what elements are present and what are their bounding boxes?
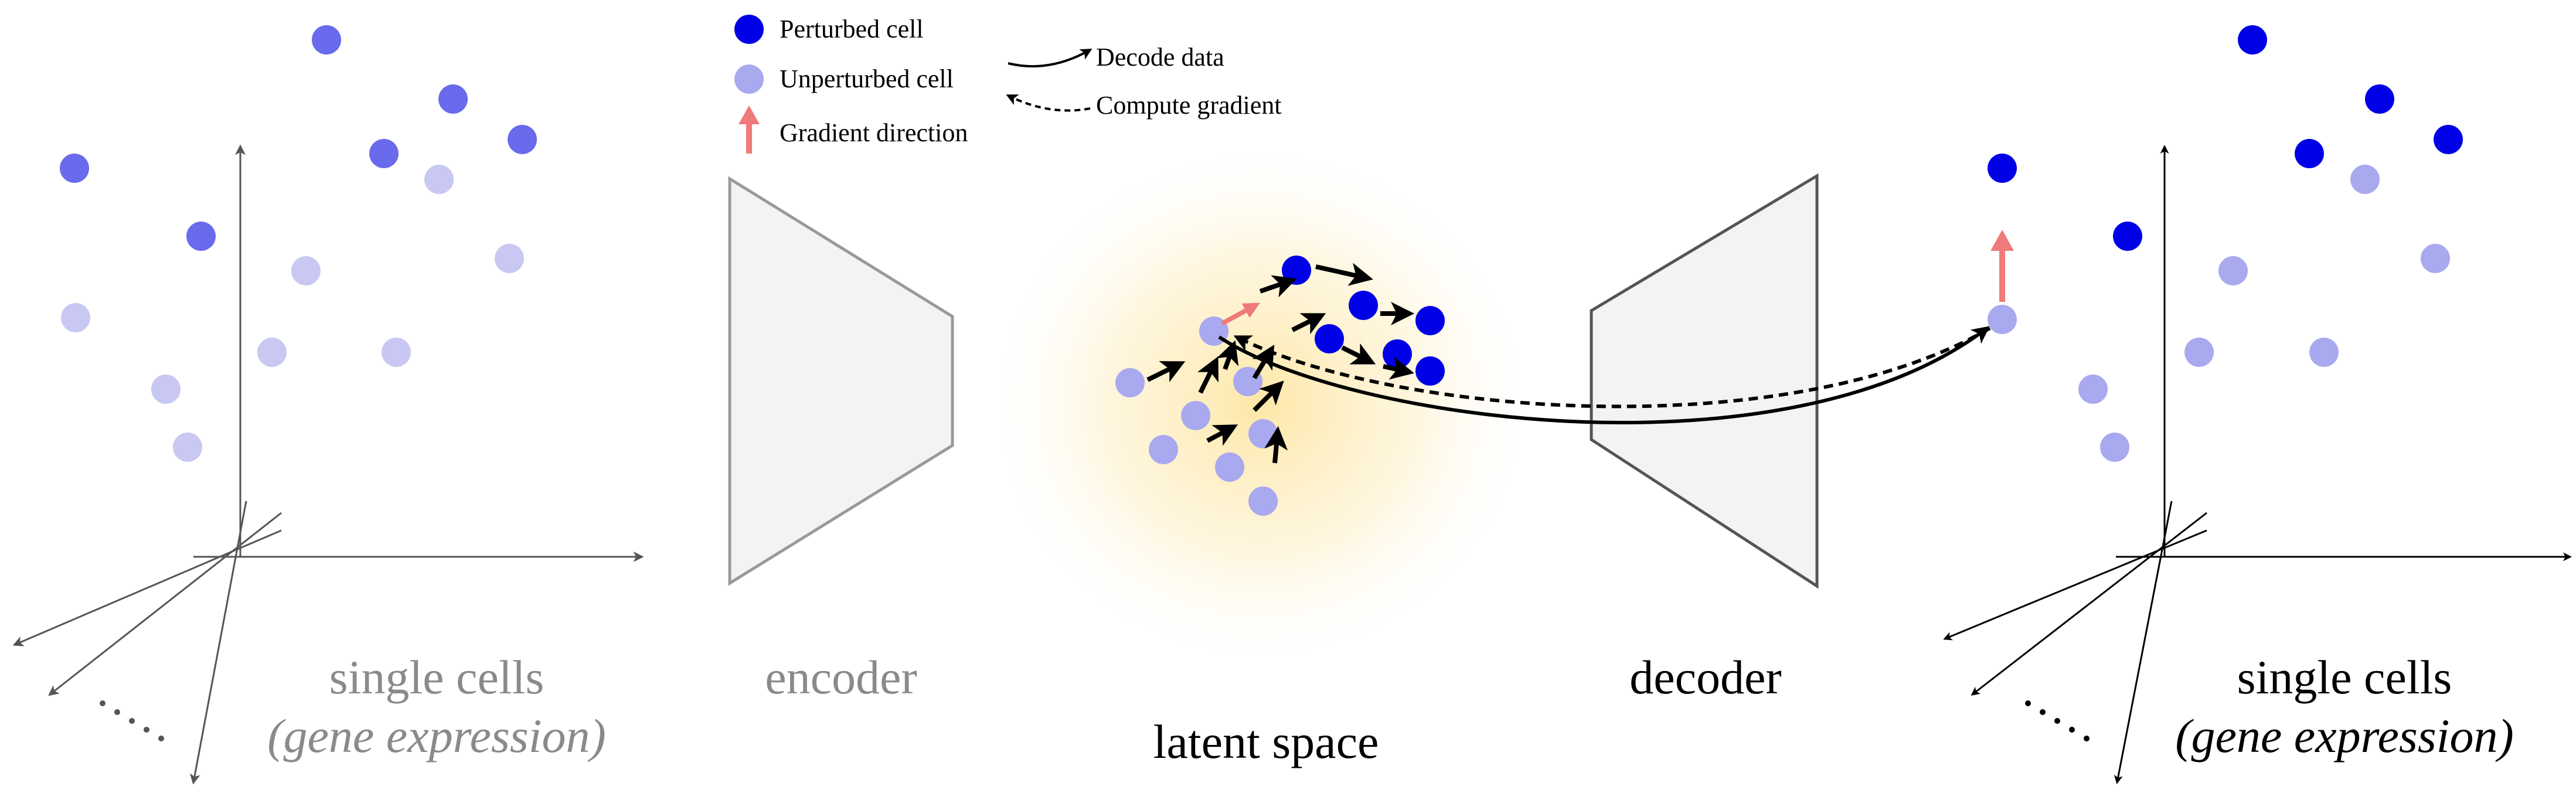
right-subtitle: (gene expression) (2175, 709, 2514, 763)
cell-dot (60, 154, 89, 183)
cell-dot (2184, 338, 2214, 367)
cell-dot (1415, 356, 1445, 386)
cell-dot (382, 338, 411, 367)
cell-dot (1349, 291, 1378, 320)
cell-dot (2434, 125, 2463, 154)
cell-dot (495, 244, 524, 273)
cell-dot (257, 338, 287, 367)
cell-dot (1383, 339, 1412, 369)
legend-perturbed-icon (734, 15, 764, 44)
cell-dot (186, 222, 216, 251)
legend-decode-label: Decode data (1096, 43, 1224, 72)
legend-decode-icon (1008, 49, 1093, 68)
right-ellipsis (2025, 700, 2090, 741)
legend-gradient-icon (739, 105, 760, 154)
cell-dot (1115, 368, 1145, 397)
compute-gradient-curve (1233, 326, 1991, 409)
left-ellipsis (100, 700, 164, 741)
legend-compute-icon (1006, 94, 1091, 112)
encoder-label: encoder (765, 651, 917, 704)
latent-arrows (1146, 263, 1414, 464)
cell-dot (2421, 244, 2450, 273)
left-subtitle: (gene expression) (267, 709, 606, 763)
cell-dot (291, 256, 321, 285)
cell-dot (1181, 401, 1210, 430)
right-axes (1943, 145, 2572, 784)
left-title: single cells (329, 651, 545, 704)
cell-dot (2350, 165, 2380, 194)
decoder-shape (1590, 173, 1819, 589)
right-gradient-arrow (1990, 230, 2014, 302)
legend-perturbed-label: Perturbed cell (780, 15, 924, 43)
left-axes (12, 144, 644, 785)
left-cells (60, 25, 537, 462)
cell-dot (1248, 486, 1278, 516)
cell-dot (2113, 222, 2142, 251)
cell-dot (2365, 84, 2394, 114)
cell-dot (1149, 435, 1178, 464)
legend-unperturbed-icon (734, 64, 764, 94)
cell-dot (2078, 375, 2108, 404)
cell-dot (2100, 433, 2129, 462)
legend-unperturbed-label: Unperturbed cell (780, 64, 954, 93)
cell-dot (173, 433, 202, 462)
cell-dot (438, 84, 468, 114)
latent-space-label: latent space (1153, 715, 1379, 768)
cell-dot (312, 25, 341, 55)
cell-dot (151, 375, 181, 404)
cell-dot (369, 139, 399, 168)
cell-dot (1215, 452, 1244, 482)
cell-dot (424, 165, 454, 194)
cell-dot (1988, 154, 2017, 183)
cell-dot (2295, 139, 2324, 168)
legend-gradient-label: Gradient direction (780, 118, 968, 147)
cell-dot (508, 125, 537, 154)
cell-dot (1415, 306, 1445, 335)
latent-gradient-arrow (1221, 302, 1260, 326)
encoder-shape (728, 176, 954, 586)
cell-dot (1315, 324, 1344, 353)
decoder-label: decoder (1629, 651, 1782, 704)
cell-dot (1988, 305, 2017, 334)
cell-dot (1248, 419, 1278, 448)
right-title: single cells (2237, 651, 2452, 704)
legend-compute-label: Compute gradient (1096, 91, 1282, 120)
decode-curve (1218, 326, 1990, 424)
cell-dot (2238, 25, 2267, 55)
right-cells (1988, 25, 2463, 462)
cell-dot (2218, 256, 2248, 285)
cell-dot (2309, 338, 2339, 367)
cell-dot (61, 303, 90, 332)
